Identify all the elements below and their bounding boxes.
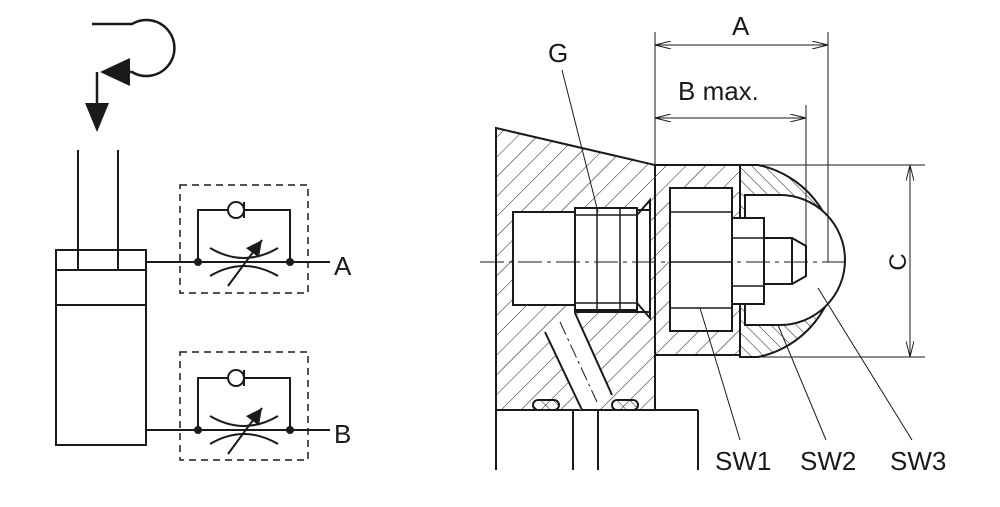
cylinder-body <box>55 249 147 446</box>
diagonal-bore <box>544 312 613 411</box>
dimension-c: C <box>758 164 925 358</box>
dimension-b-label: B max. <box>678 76 759 106</box>
leader-g: G <box>548 38 599 213</box>
hex-body-sw1 <box>654 164 741 356</box>
o-ring-seals <box>532 399 639 411</box>
rotation-arrow-icon <box>85 18 176 132</box>
label-g: G <box>548 38 568 68</box>
dimension-b: B max. <box>655 76 807 262</box>
label-sw2: SW2 <box>800 446 856 476</box>
label-sw3: SW3 <box>890 446 946 476</box>
dimension-c-label: C <box>885 253 912 270</box>
base-plate <box>495 409 699 470</box>
flow-control-valve-a <box>179 184 309 294</box>
flow-control-valve-b <box>179 351 309 461</box>
label-sw1: SW1 <box>715 446 771 476</box>
lock-nut-sw2 <box>731 217 807 305</box>
threaded-fitting <box>512 197 651 321</box>
sectional-view: A B max. C G SW1 SW2 SW3 <box>480 11 946 476</box>
piston-rod <box>77 150 119 250</box>
dimension-a: A <box>654 11 829 262</box>
leader-sw: SW1 SW2 SW3 <box>699 287 946 476</box>
port-label-a: A <box>334 251 352 281</box>
hydraulic-schematic: A B <box>55 18 352 461</box>
dimension-a-label: A <box>732 11 750 41</box>
port-label-b: B <box>334 419 351 449</box>
